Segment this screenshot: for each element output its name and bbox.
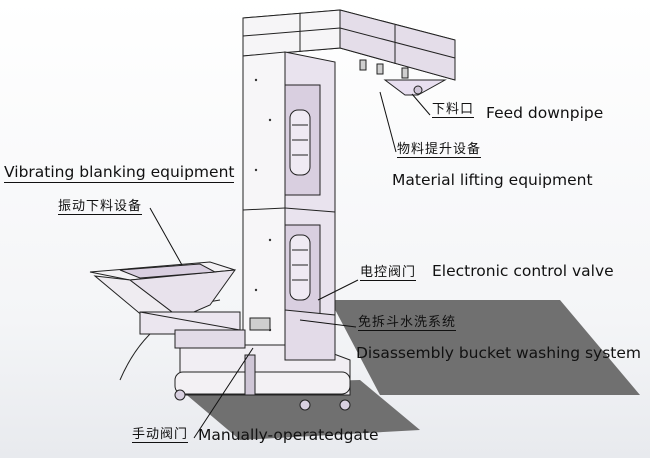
electronic-valve-label-en: Electronic control valve [432, 262, 614, 280]
feed-downpipe-label-cn: 下料口 [432, 102, 475, 118]
electronic-valve-label-cn: 电控阀门 [360, 265, 417, 281]
manual-gate-label-cn: 手动阀门 [132, 427, 189, 443]
vibrating-hopper [89, 261, 271, 349]
leader-lines [149, 91, 431, 439]
manual-gate-label-en: Manually-operatedgate [198, 426, 379, 444]
lift-column [242, 51, 336, 371]
elevator-head [242, 9, 456, 96]
vibrating-blanking-label-en: Vibrating blanking equipment [4, 163, 235, 183]
feed-downpipe-label-en: Feed downpipe [486, 104, 604, 122]
bucket-washing-label-en: Disassembly bucket washing system [356, 344, 642, 362]
material-lifting-label-cn: 物料提升设备 [397, 142, 482, 158]
bucket-washing-label-cn: 免拆斗水洗系统 [358, 315, 457, 331]
material-lifting-label-en: Material lifting equipment [392, 171, 593, 189]
vibrating-blanking-label-cn: 振动下料设备 [58, 199, 143, 215]
